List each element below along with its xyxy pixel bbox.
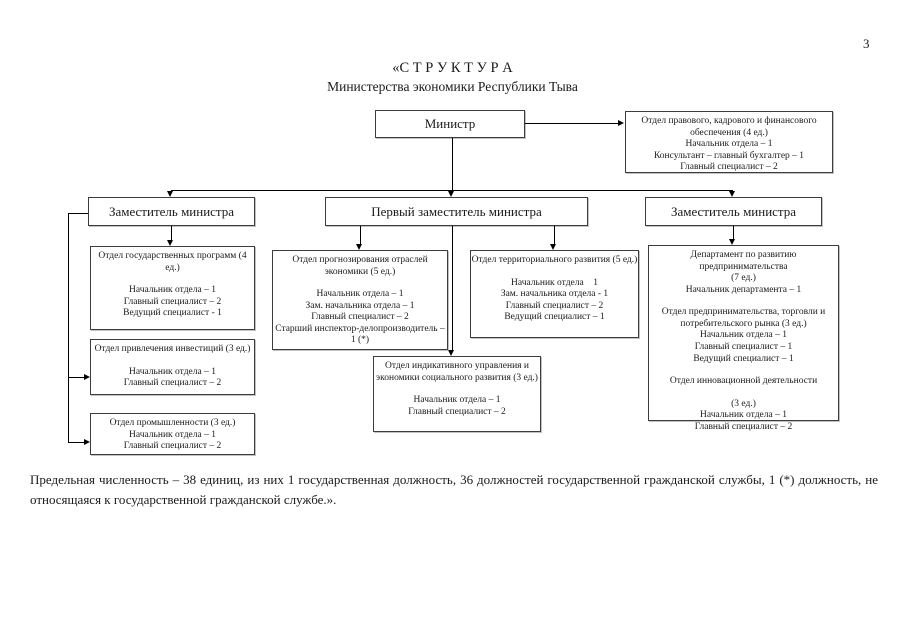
territorial-staff-4: Ведущий специалист – 1 bbox=[504, 312, 605, 323]
state-programs-staff-1: Начальник отдела – 1 bbox=[129, 285, 216, 296]
territorial-box: Отдел территориального развития (5 ед.) … bbox=[470, 250, 639, 338]
innovation-office-staff-1: Начальник отдела – 1 bbox=[700, 410, 787, 421]
forecasting-staff-1: Начальник отдела – 1 bbox=[316, 289, 404, 300]
deputy-right-label: Заместитель министра bbox=[670, 203, 797, 219]
connector-investments-stub bbox=[68, 377, 84, 378]
connector-department-down bbox=[733, 226, 734, 240]
forecasting-box: Отдел прогнозирования отраслей экономики… bbox=[272, 250, 448, 350]
indicative-title: Отдел индикативного управления и экономи… bbox=[376, 361, 538, 383]
connector-indicative-down bbox=[452, 226, 453, 351]
investments-staff-1: Начальник отдела – 1 bbox=[129, 366, 216, 377]
indicative-box: Отдел индикативного управления и экономи… bbox=[373, 356, 541, 432]
entrepreneurship-department-box: Департамент по развитию предпринимательс… bbox=[648, 245, 839, 432]
arrow-down-deputy-first-icon bbox=[448, 191, 454, 197]
forecasting-title: Отдел прогнозирования отраслей экономики… bbox=[292, 255, 428, 277]
connector-minister-legal bbox=[525, 123, 618, 124]
document-subtitle: Министерства экономики Республики Тыва bbox=[327, 79, 578, 94]
legal-office-title: Отдел правового, кадрового и финансового… bbox=[641, 116, 817, 138]
legal-office-box: Отдел правового, кадрового и финансового… bbox=[625, 111, 833, 173]
investments-title: Отдел привлечения инвестиций (3 ед.) bbox=[94, 344, 251, 354]
arrow-down-department-icon bbox=[729, 239, 735, 245]
territorial-staff-3: Главный специалист – 2 bbox=[505, 300, 604, 311]
arrow-right-legal-icon bbox=[618, 120, 624, 126]
forecasting-staff-2: Зам. начальника отдела – 1 bbox=[305, 300, 415, 311]
forecasting-staff-4: Старший инспектор-делопроизводитель – 1 … bbox=[275, 323, 445, 346]
trade-office-staff-2: Главный специалист – 1 bbox=[694, 342, 793, 353]
investments-box: Отдел привлечения инвестиций (3 ед.) Нач… bbox=[90, 339, 255, 395]
connector-deputies-rail bbox=[171, 190, 733, 191]
deputy-first-label: Первый заместитель министра bbox=[371, 203, 542, 219]
arrow-down-state-programs-icon bbox=[167, 240, 173, 246]
document-title: «С Т Р У К Т У Р А bbox=[392, 60, 513, 76]
department-head: Начальник департамента – 1 bbox=[685, 284, 802, 295]
staffing-footnote: Предельная численность – 38 единиц, из н… bbox=[30, 472, 878, 508]
state-programs-box: Отдел государственных программ (4 ед.) Н… bbox=[90, 246, 255, 330]
innovation-office-staff-2: Главный специалист – 2 bbox=[694, 421, 793, 432]
legal-office-staff-2: Консультант – главный бухгалтер – 1 bbox=[653, 150, 805, 161]
industry-staff-2: Главный специалист – 2 bbox=[123, 441, 222, 452]
minister-label: Министр bbox=[424, 116, 476, 131]
arrow-right-investments-icon bbox=[84, 374, 90, 380]
deputy-right-box: Заместитель министра bbox=[645, 197, 822, 226]
connector-left-down bbox=[171, 226, 172, 241]
department-title: Департамент по развитию предпринимательс… bbox=[690, 250, 797, 272]
legal-office-staff-3: Главный специалист – 2 bbox=[680, 162, 778, 173]
state-programs-staff-2: Главный специалист – 2 bbox=[123, 296, 222, 307]
arrow-down-deputy-right-icon bbox=[729, 191, 735, 197]
trade-office-title: Отдел предпринимательства, торговли и по… bbox=[661, 307, 826, 329]
state-programs-staff-3: Ведущий специалист - 1 bbox=[123, 308, 222, 319]
arrow-down-territorial-icon bbox=[550, 244, 556, 250]
innovation-office-units: (3 ед.) bbox=[731, 398, 756, 409]
forecasting-staff-3: Главный специалист – 2 bbox=[311, 312, 409, 323]
deputy-left-label: Заместитель министра bbox=[108, 203, 235, 219]
innovation-office-title: Отдел инновационной деятельности bbox=[669, 376, 818, 387]
arrow-down-indicative-icon bbox=[448, 350, 454, 356]
indicative-staff-1: Начальник отдела – 1 bbox=[413, 395, 501, 406]
page-number: 3 bbox=[863, 36, 870, 51]
legal-office-staff-1: Начальник отдела – 1 bbox=[685, 139, 773, 150]
trade-office-staff-1: Начальник отдела – 1 bbox=[700, 330, 787, 341]
arrow-down-forecasting-icon bbox=[356, 244, 362, 250]
connector-minister-down bbox=[452, 138, 453, 190]
connector-territorial-down bbox=[554, 226, 555, 245]
connector-industry-stub bbox=[68, 442, 84, 443]
arrow-right-industry-icon bbox=[84, 439, 90, 445]
territorial-staff-2: Зам. начальника отдела - 1 bbox=[500, 289, 609, 300]
trade-office-staff-3: Ведущий специалист – 1 bbox=[693, 353, 794, 364]
indicative-staff-2: Главный специалист – 2 bbox=[408, 406, 506, 417]
state-programs-title: Отдел государственных программ (4 ед.) bbox=[98, 251, 247, 273]
connector-left-bracket-vertical bbox=[68, 213, 69, 443]
industry-staff-1: Начальник отдела – 1 bbox=[129, 429, 216, 440]
investments-staff-2: Главный специалист – 2 bbox=[123, 378, 222, 389]
arrow-down-deputy-left-icon bbox=[167, 191, 173, 197]
connector-forecasting-down bbox=[360, 226, 361, 245]
deputy-left-box: Заместитель министра bbox=[88, 197, 255, 226]
department-units: (7 ед.) bbox=[731, 273, 756, 284]
industry-title: Отдел промышленности (3 ед.) bbox=[109, 418, 236, 428]
connector-left-bracket-top bbox=[68, 213, 88, 214]
minister-box: Министр bbox=[375, 110, 525, 138]
territorial-title: Отдел территориального развития (5 ед.) bbox=[471, 255, 638, 265]
territorial-staff-1: Начальник отдела 1 bbox=[511, 277, 598, 288]
industry-box: Отдел промышленности (3 ед.) Начальник о… bbox=[90, 413, 255, 455]
deputy-first-box: Первый заместитель министра bbox=[325, 197, 588, 226]
